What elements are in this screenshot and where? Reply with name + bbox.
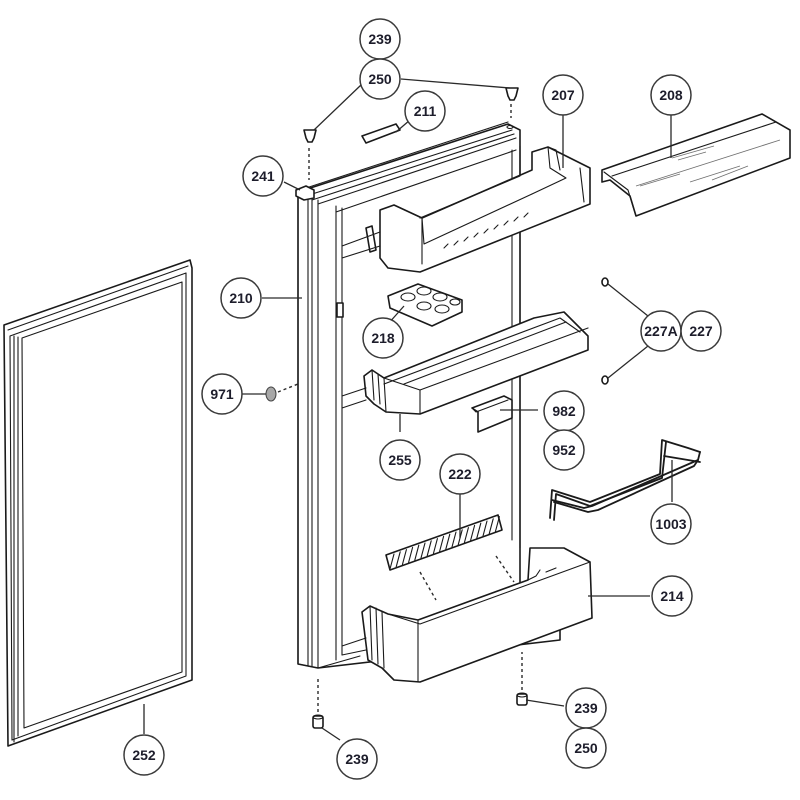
callout-label: 210 [229,290,253,306]
callout-239-bottom[interactable]: 239 [336,738,378,780]
callout-227A[interactable]: 227A [640,310,682,352]
callout-label: 241 [251,168,275,184]
comb-tooth [482,520,488,537]
callout-250-top[interactable]: 250 [359,58,401,100]
callout-952[interactable]: 952 [543,429,585,471]
comb-tooth [488,518,494,535]
magnet-plug[interactable] [265,386,277,402]
callout-label: 227 [689,323,713,339]
callout-208[interactable]: 208 [650,74,692,116]
callout-211[interactable]: 211 [404,90,446,132]
callout-label: 211 [414,103,437,119]
bottle-retainer-comb[interactable] [385,514,503,571]
bottom-right-bushing[interactable] [516,692,528,706]
comb-tooth [439,535,445,552]
comb-tooth [463,527,469,544]
callout-222[interactable]: 222 [439,453,481,495]
callout-label: 239 [345,751,369,767]
callout-252[interactable]: 252 [123,734,165,776]
middle-door-shelf[interactable] [341,311,589,415]
assembly-guides [277,104,523,712]
callout-982[interactable]: 982 [543,390,585,432]
callout-250-right[interactable]: 250 [565,727,607,769]
callout-207[interactable]: 207 [542,74,584,116]
top-left-bushing[interactable] [303,129,317,143]
comb-tooth [389,553,395,570]
comb-tooth [395,551,401,568]
bottom-door-shelf[interactable] [341,547,593,683]
callout-label: 222 [448,466,472,482]
callout-label: 250 [574,740,598,756]
callout-218[interactable]: 218 [362,317,404,359]
door-gasket[interactable] [3,259,193,747]
callout-label: 971 [210,386,234,402]
comb-tooth [494,516,500,533]
callout-label: 218 [371,330,395,346]
comb-tooth [426,540,432,557]
callout-label: 252 [132,747,156,763]
callout-label: 982 [552,403,576,419]
callout-1003[interactable]: 1003 [650,503,692,545]
shelf-front-cover[interactable] [601,113,791,217]
door-corner-cap[interactable] [295,185,315,201]
callout-label: 214 [660,588,684,604]
comb-tooth [408,546,414,563]
callout-label: 239 [368,31,392,47]
callout-971[interactable]: 971 [201,373,243,415]
shelf-stud-upper[interactable] [601,277,609,287]
shelf-stud-lower[interactable] [601,375,609,385]
comb-tooth [451,531,457,548]
comb-tooth [432,538,438,555]
egg-tray[interactable] [387,283,463,327]
comb-tooth [414,544,420,561]
leader-lines [143,78,673,741]
callout-241[interactable]: 241 [242,155,284,197]
callout-label: 207 [551,87,575,103]
callout-label: 250 [368,71,392,87]
comb-tooth [420,542,426,559]
callout-label: 208 [659,87,683,103]
callout-label: 227A [644,323,677,339]
comb-tooth [470,524,476,541]
door-label[interactable] [471,395,513,433]
upper-door-shelf[interactable] [341,146,591,273]
bottle-retainer-bar[interactable] [549,439,701,521]
bottom-left-bushing[interactable] [312,714,324,729]
comb-tooth [445,533,451,550]
callout-label: 952 [552,442,576,458]
top-right-bushing[interactable] [505,87,519,101]
callout-label: 239 [574,700,598,716]
comb-tooth [476,522,482,539]
callout-label: 1003 [655,516,686,532]
callout-label: 255 [388,452,412,468]
callout-239-top[interactable]: 239 [359,18,401,60]
callout-227[interactable]: 227 [680,310,722,352]
callout-255[interactable]: 255 [379,439,421,481]
logo-badge[interactable] [361,123,401,144]
callout-210[interactable]: 210 [220,277,262,319]
callout-214[interactable]: 214 [651,575,693,617]
callout-239-right[interactable]: 239 [565,687,607,729]
comb-tooth [401,549,407,566]
